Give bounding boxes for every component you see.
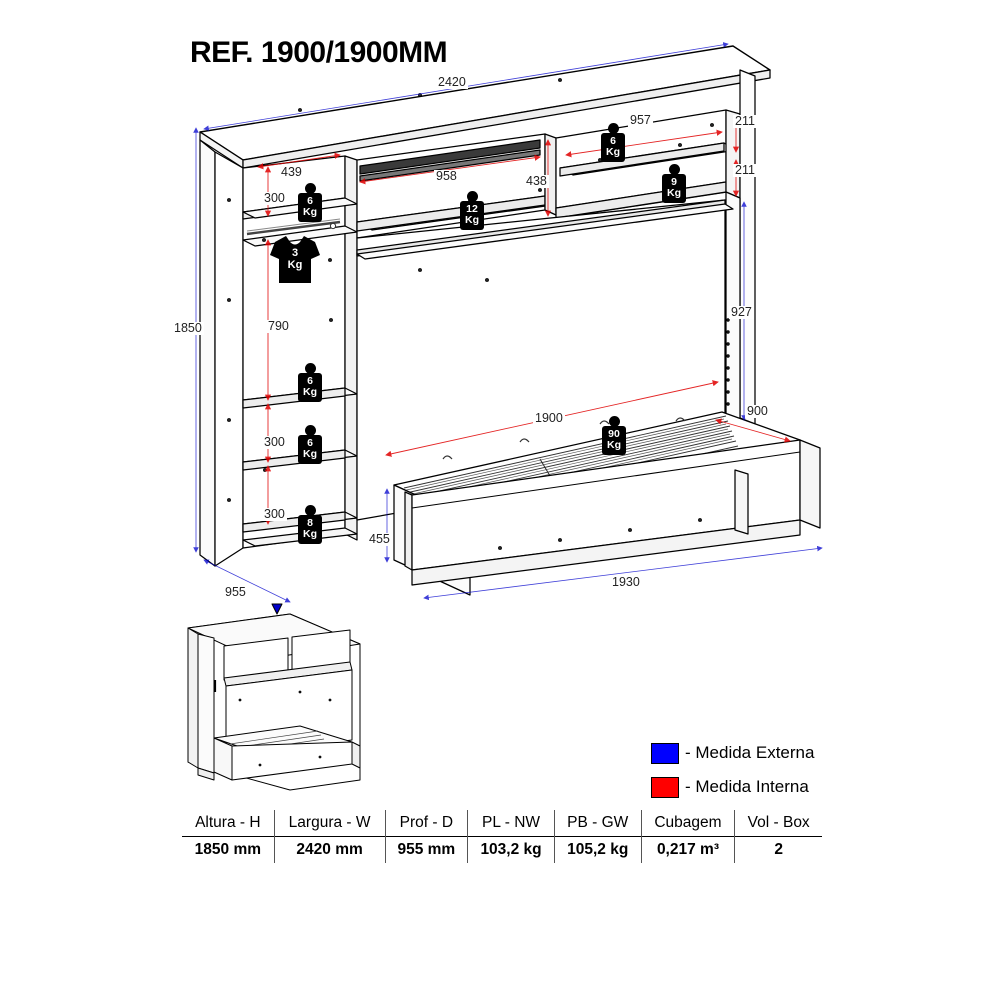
legend-swatch-external xyxy=(651,742,679,764)
spec-table-value-row: 1850 mm 2420 mm 955 mm 103,2 kg 105,2 kg… xyxy=(182,836,822,863)
spec-header-pl-nw: PL - NW xyxy=(467,810,555,837)
legend-item-internal-measure: - Medida Interna xyxy=(651,773,814,801)
dim-center-height: 438 xyxy=(524,174,549,188)
dim-right-width: 957 xyxy=(628,113,653,127)
spec-value-vol-box: 2 xyxy=(774,841,783,858)
spec-header-prof: Prof - D xyxy=(385,810,469,837)
dim-overall-depth: 955 xyxy=(223,585,248,599)
spec-value-pl-nw: 103,2 kg xyxy=(467,836,555,863)
dim-overall-height: 1850 xyxy=(172,321,204,335)
legend-swatch-internal xyxy=(651,776,679,798)
spec-value-largura: 2420 mm xyxy=(274,836,386,863)
dim-right-gap-1: 211 xyxy=(733,114,757,128)
dim-right-column-height: 927 xyxy=(729,305,754,319)
dim-right-gap-2: 211 xyxy=(733,163,757,177)
spec-header-cubagem: Cubagem xyxy=(641,810,736,837)
dim-hanging-height: 790 xyxy=(266,319,291,333)
spec-value-cubagem: 0,217 m³ xyxy=(641,836,736,863)
dim-left-gap-3: 300 xyxy=(262,507,287,521)
legend-label-internal: - Medida Interna xyxy=(685,777,809,796)
spec-header-largura: Largura - W xyxy=(274,810,386,837)
spec-value-prof: 955 mm xyxy=(385,836,469,863)
spec-header-altura: Altura - H xyxy=(182,810,275,837)
dim-left-gap-1: 300 xyxy=(262,191,287,205)
dim-bed-width: 900 xyxy=(745,404,770,418)
dim-left-shelf-width: 439 xyxy=(279,165,304,179)
spec-header-pb-gw: PB - GW xyxy=(554,810,642,837)
spec-header-vol-box: Vol - Box xyxy=(747,814,810,831)
legend-item-external-measure: - Medida Externa xyxy=(651,739,814,767)
dim-bed-base-height: 455 xyxy=(367,532,392,546)
spec-table: Altura - H Largura - W Prof - D PL - NW … xyxy=(182,810,822,863)
spec-value-pb-gw: 105,2 kg xyxy=(554,836,642,863)
dim-left-gap-2: 300 xyxy=(262,435,287,449)
dim-overall-width: 2420 xyxy=(436,75,468,89)
legend: - Medida Externa - Medida Interna xyxy=(651,739,814,807)
dim-bed-length: 1900 xyxy=(533,411,565,425)
spec-value-altura: 1850 mm xyxy=(182,836,275,863)
spec-table-header-row: Altura - H Largura - W Prof - D PL - NW … xyxy=(182,810,822,837)
legend-label-external: - Medida Externa xyxy=(685,743,815,762)
dim-center-width: 958 xyxy=(434,169,459,183)
dim-bed-outer-length: 1930 xyxy=(610,575,642,589)
